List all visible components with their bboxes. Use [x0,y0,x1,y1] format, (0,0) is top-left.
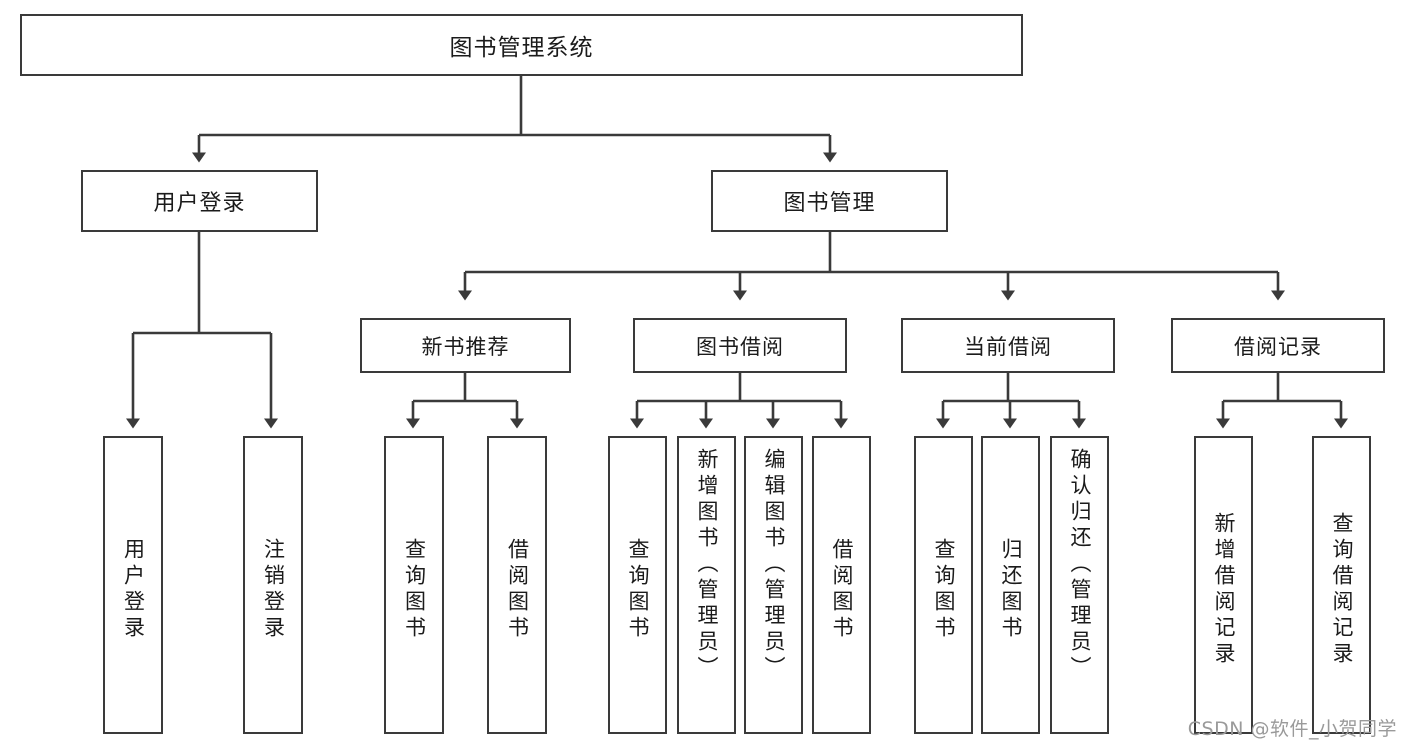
node-book-manage-label: 图书管理 [783,191,876,216]
leaf-query-book-3-label: 查询图书 [932,538,956,642]
leaf-return-book-label: 归还图书 [999,538,1023,642]
node-book-borrow-label: 图书借阅 [696,334,784,359]
leaf-logout[interactable]: 注销登录 [243,436,303,734]
node-root[interactable]: 图书管理系统 [20,14,1023,76]
leaf-query-book-1[interactable]: 查询图书 [384,436,444,734]
leaf-query-book-2-label: 查询图书 [626,538,650,642]
node-new-book-recommend-label: 新书推荐 [421,334,510,359]
leaf-logout-label: 注销登录 [261,538,286,642]
leaf-query-book-1-label: 查询图书 [402,538,427,642]
leaf-confirm-return-label: 确认归还（管理员） [1068,448,1092,682]
node-book-manage[interactable]: 图书管理 [711,170,948,232]
leaf-edit-book-label: 编辑图书（管理员） [762,448,786,682]
leaf-add-record-label: 新增借阅记录 [1212,512,1236,668]
node-root-label: 图书管理系统 [449,35,594,61]
leaf-add-book-label: 新增图书（管理员） [695,448,719,682]
leaf-borrow-book-1-label: 借阅图书 [505,538,530,642]
node-borrow-record-label: 借阅记录 [1234,334,1322,359]
leaf-borrow-book-2-label: 借阅图书 [830,538,854,642]
leaf-borrow-book-2[interactable]: 借阅图书 [812,436,871,734]
leaf-query-book-3[interactable]: 查询图书 [914,436,973,734]
leaf-borrow-book-1[interactable]: 借阅图书 [487,436,547,734]
leaf-query-record[interactable]: 查询借阅记录 [1312,436,1371,734]
leaf-query-book-2[interactable]: 查询图书 [608,436,667,734]
node-book-borrow[interactable]: 图书借阅 [633,318,847,373]
leaf-user-login-label: 用户登录 [121,538,146,642]
watermark: CSDN @软件_小贺同学 [1187,718,1397,740]
leaf-add-book[interactable]: 新增图书（管理员） [677,436,736,734]
node-user-login-label: 用户登录 [153,191,246,216]
leaf-return-book[interactable]: 归还图书 [981,436,1040,734]
node-current-borrow[interactable]: 当前借阅 [901,318,1115,373]
leaf-query-record-label: 查询借阅记录 [1330,512,1354,668]
leaf-edit-book[interactable]: 编辑图书（管理员） [744,436,803,734]
leaf-add-record[interactable]: 新增借阅记录 [1194,436,1253,734]
node-current-borrow-label: 当前借阅 [964,334,1052,359]
node-new-book-recommend[interactable]: 新书推荐 [360,318,571,373]
node-borrow-record[interactable]: 借阅记录 [1171,318,1385,373]
node-user-login[interactable]: 用户登录 [81,170,318,232]
leaf-user-login[interactable]: 用户登录 [103,436,163,734]
leaf-confirm-return[interactable]: 确认归还（管理员） [1050,436,1109,734]
